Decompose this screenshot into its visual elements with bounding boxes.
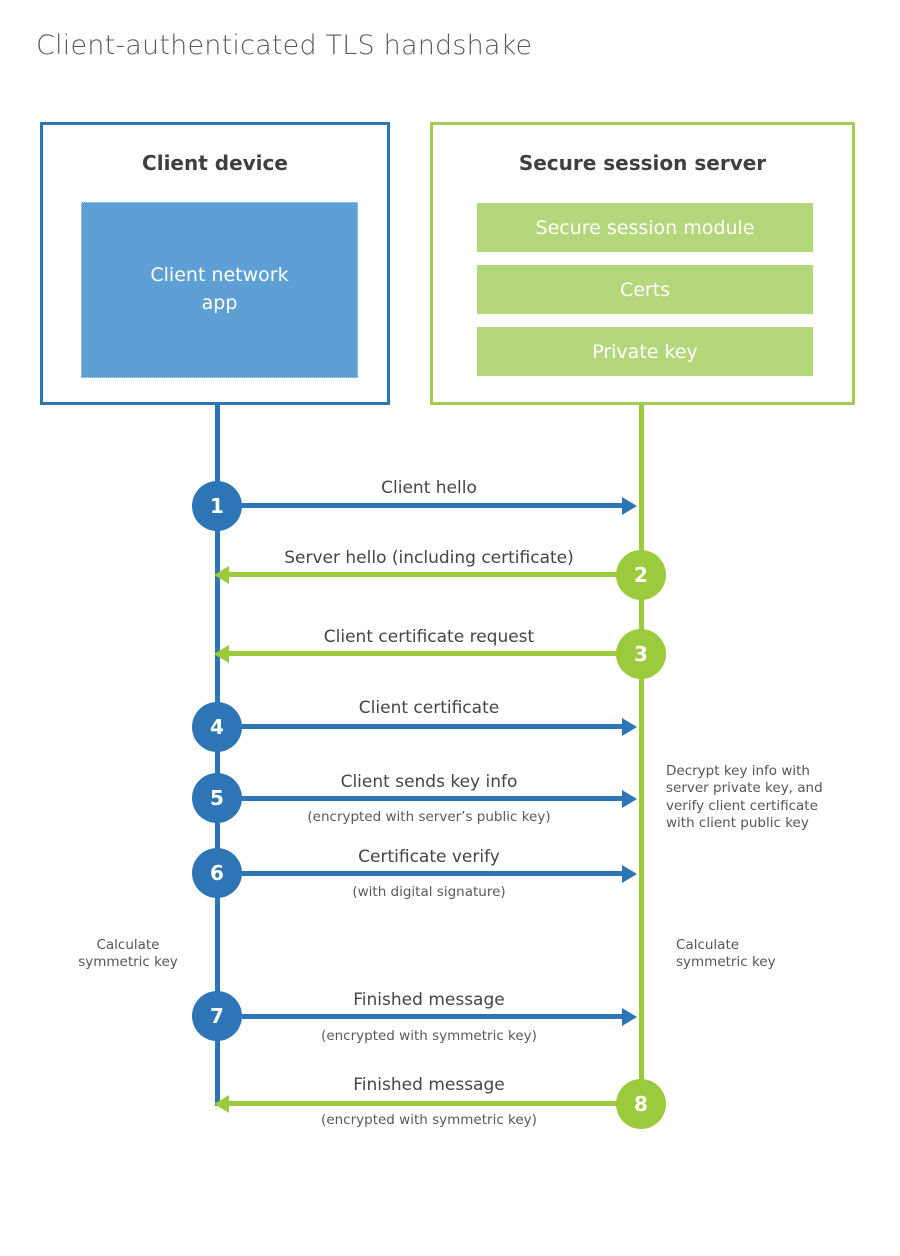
page-title: Client-authenticated TLS handshake xyxy=(36,30,533,61)
arrow-right xyxy=(242,796,624,801)
arrow-head-right-icon xyxy=(622,790,637,808)
step-circle: 3 xyxy=(616,629,666,679)
server-module-certs: Certs xyxy=(477,265,813,314)
arrow-head-right-icon xyxy=(622,497,637,515)
arrow-right xyxy=(242,503,624,508)
secure-session-server-box: Secure session server Secure session mod… xyxy=(430,122,855,405)
client-device-title: Client device xyxy=(142,151,288,175)
arrow-head-right-icon xyxy=(622,718,637,736)
step-circle: 2 xyxy=(616,550,666,600)
arrow-head-right-icon xyxy=(622,1008,637,1026)
message-label: Client certificate request xyxy=(323,627,535,647)
step-circle: 7 xyxy=(192,991,242,1041)
secure-session-server-title: Secure session server xyxy=(518,151,767,175)
arrow-left xyxy=(228,1101,618,1106)
message-sublabel: (with digital signature) xyxy=(352,884,506,900)
client-lifeline xyxy=(215,405,220,1106)
arrow-head-left-icon xyxy=(214,566,229,584)
step-circle: 4 xyxy=(192,702,242,752)
server-lifeline xyxy=(639,405,644,1107)
arrow-right xyxy=(242,724,624,729)
step-circle: 6 xyxy=(192,848,242,898)
client-network-app-box: Client network app xyxy=(81,202,358,378)
server-module-secure-session: Secure session module xyxy=(477,203,813,252)
message-label: Client certificate xyxy=(358,698,500,718)
arrow-right xyxy=(242,871,624,876)
server-modules: Secure session module Certs Private key xyxy=(477,203,813,376)
step-circle: 8 xyxy=(616,1079,666,1129)
client-device-box: Client device Client network app xyxy=(40,122,390,405)
arrow-head-left-icon xyxy=(214,1095,229,1113)
note-calculate-symmetric-key-server: Calculate symmetric key xyxy=(676,937,776,971)
message-label: Client sends key info xyxy=(340,772,518,792)
message-sublabel: (encrypted with server’s public key) xyxy=(307,809,551,825)
message-label: Certificate verify xyxy=(358,847,500,867)
message-label: Client hello xyxy=(381,478,477,498)
note-calculate-symmetric-key-client: Calculate symmetric key xyxy=(78,937,178,971)
step-circle: 5 xyxy=(192,773,242,823)
arrow-head-right-icon xyxy=(622,865,637,883)
message-sublabel: (encrypted with symmetric key) xyxy=(321,1028,537,1044)
note-decrypt-key-info: Decrypt key info with server private key… xyxy=(666,763,823,831)
message-label: Finished message xyxy=(353,1075,505,1095)
arrow-right xyxy=(242,1014,624,1019)
server-module-private-key: Private key xyxy=(477,327,813,376)
message-label: Finished message xyxy=(353,990,505,1010)
message-label: Server hello (including certificate) xyxy=(284,548,574,568)
step-circle: 1 xyxy=(192,481,242,531)
message-sublabel: (encrypted with symmetric key) xyxy=(321,1112,537,1128)
arrow-head-left-icon xyxy=(214,645,229,663)
arrow-left xyxy=(228,651,618,656)
arrow-left xyxy=(228,572,618,577)
